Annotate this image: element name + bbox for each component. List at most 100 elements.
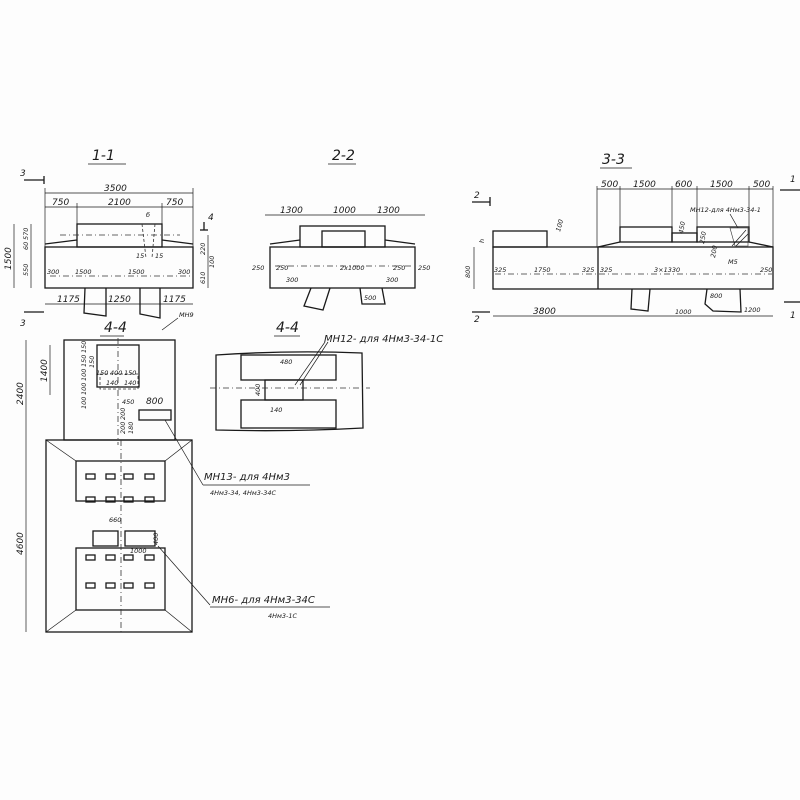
dim-label: 300 (386, 276, 398, 284)
footing-plan (45, 439, 193, 633)
dim-label: 570 (22, 228, 30, 240)
cut-label: 2 (474, 191, 480, 201)
dim-label: 100 (208, 256, 216, 268)
dim-label: 325 (582, 266, 594, 274)
section-title: 2-2 (332, 148, 355, 164)
dim-label: б (146, 211, 150, 219)
mark-note: МН12-для 4Нм3-34-1 (690, 206, 761, 214)
dim-label: 325 (494, 266, 506, 274)
dim-label: 660 (109, 516, 121, 524)
dim-label: 450 (122, 398, 134, 406)
cut-label: 1 (790, 175, 796, 185)
footing-base (492, 246, 774, 290)
cut-label: 3 (20, 319, 26, 329)
dim-label: 800 (146, 397, 163, 407)
mark-note: МН13- для 4Нм3 (204, 472, 290, 483)
footing-base (44, 246, 194, 289)
dim-label: 800 (710, 292, 722, 300)
dim-label: 400 (110, 369, 122, 377)
dim-label: 250 (252, 264, 264, 272)
dim-label: 300 (47, 268, 59, 276)
detail-outline (215, 351, 364, 432)
dim-label: 1300 (280, 206, 303, 216)
dim-label: 1200 (744, 306, 761, 314)
dim-label: 150 (88, 356, 96, 368)
dim-label: 1000 (675, 308, 692, 316)
dim-label: 220 (199, 243, 207, 255)
dim-label: 400 (152, 533, 160, 545)
dim-label: 1500 (128, 268, 145, 276)
dim-label: 100 (80, 397, 88, 409)
section-title: 1-1 (92, 148, 115, 164)
plan-4-4-main: 4-4 2400 1400 4600 150 150 100 100 100 1… (16, 320, 330, 633)
dim-label: 1175 (57, 295, 80, 305)
dim-label: 1750 (534, 266, 551, 274)
dim-label: 2100 (108, 198, 131, 208)
dim-label: 100 (554, 218, 565, 232)
dim-label: 2х1000 (340, 264, 365, 272)
dim-label: 200 (119, 422, 127, 434)
section-1-1: 1-1 3 3 3500 750 2100 750 б 15 15 4 1500… (4, 148, 216, 331)
dim-label: 250 (393, 264, 405, 272)
section-2-2: 2-2 1300 1000 1300 250 250 300 2х1000 25… (252, 148, 430, 311)
dim-label: 100 (80, 383, 88, 395)
mark-note: МН12- для 4Нм3-34-1С (324, 334, 443, 345)
dim-label: 1500 (4, 247, 14, 270)
cut-label: 3 (20, 169, 26, 179)
section-title: 4-4 (276, 320, 299, 336)
dim-label: h (478, 239, 486, 243)
dim-label: 3500 (104, 184, 127, 194)
dim-label: 4600 (16, 532, 26, 555)
dim-label: 250 (760, 266, 772, 274)
dim-label: 1175 (163, 295, 186, 305)
dim-label: 250 (276, 264, 288, 272)
dim-label: 140 (270, 406, 282, 414)
dim-label: 200 (119, 408, 127, 420)
dim-label: 1500 (633, 180, 656, 190)
dim-label: 250 (418, 264, 430, 272)
dim-label: 15 (155, 252, 163, 260)
dim-label: 3800 (533, 307, 556, 317)
dim-label: 2400 (16, 382, 26, 405)
dim-label: 450 (677, 221, 687, 235)
dim-label: 1500 (710, 180, 733, 190)
cut-marker-label: 4 (208, 213, 214, 223)
dim-label: 150 (80, 341, 88, 353)
mark-label: МН9 (179, 311, 194, 319)
column-socket (76, 223, 163, 248)
dim-label: 100 (80, 369, 88, 381)
dim-label: 610 (199, 272, 207, 284)
mark-note: 4Нм3-34, 4Нм3-34С (210, 489, 276, 497)
dim-label: 250 (698, 231, 708, 245)
dim-label: 500 (364, 294, 376, 302)
dim-label: 60 (22, 242, 30, 250)
dim-label: 550 (22, 264, 30, 276)
dim-label: 800 (464, 266, 472, 278)
dim-label: 180 (127, 422, 135, 434)
dim-label: 480 (280, 358, 292, 366)
dim-label: 325 (600, 266, 612, 274)
cut-label: 2 (474, 315, 480, 325)
dim-label: 150 (124, 369, 136, 377)
section-title: 4-4 (104, 320, 127, 336)
dim-label: 200 (709, 245, 719, 259)
cut-label: 1 (790, 311, 796, 321)
dim-label: 500 (753, 180, 770, 190)
dim-label: 1000 (333, 206, 356, 216)
dim-label: 750 (166, 198, 183, 208)
dim-label: 750 (52, 198, 69, 208)
section-title: 3-3 (602, 152, 625, 168)
dim-label: 1250 (108, 295, 131, 305)
dim-label: 1500 (75, 268, 92, 276)
dim-label: 1300 (377, 206, 400, 216)
mark-note: МН6- для 4Нм3-34С (212, 595, 315, 606)
dim-label: 150 (96, 369, 108, 377)
dim-label: 600 (675, 180, 692, 190)
dim-label: 300 (178, 268, 190, 276)
dim-label: 300 (286, 276, 298, 284)
dim-label: 500 (601, 180, 618, 190)
dim-label: 3×1330 (654, 266, 680, 274)
mark-label: М5 (728, 258, 738, 266)
